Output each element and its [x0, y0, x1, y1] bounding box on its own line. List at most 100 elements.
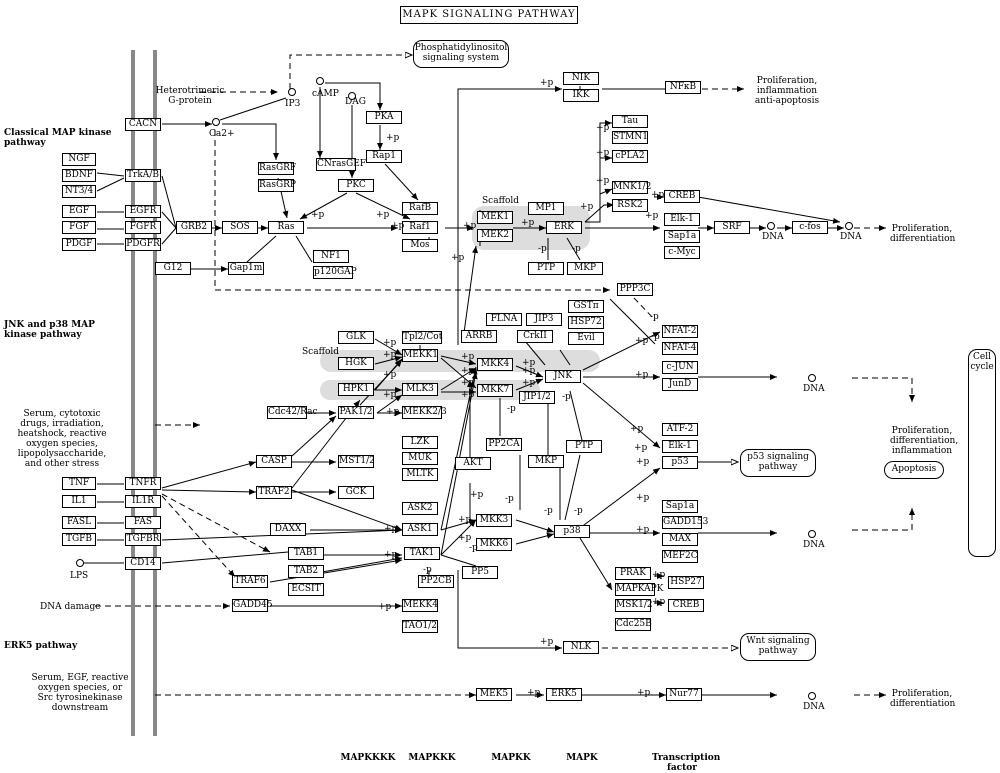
receptor-tgfbr[interactable]: TGFBR [125, 533, 161, 546]
protein-pkc-10[interactable]: PKC [338, 179, 374, 192]
protein-erk5-103[interactable]: ERK5 [546, 688, 582, 701]
receptor-cd14[interactable]: CD14 [125, 557, 161, 570]
protein-cpla2-27[interactable]: cPLA2 [612, 150, 648, 163]
protein-tak1-87[interactable]: TAK1 [404, 547, 440, 560]
protein-sap1a-32[interactable]: Sap1a [664, 230, 700, 243]
protein-cdc42rac-44[interactable]: Cdc42/Rac [267, 406, 318, 419]
protein-mkp-21[interactable]: MKP [567, 262, 603, 275]
protein-g12-3[interactable]: G12 [155, 262, 191, 275]
protein-creb-96[interactable]: CREB [668, 599, 704, 612]
protein-nfat2-57[interactable]: NFAT-2 [662, 325, 698, 338]
protein-creb-30[interactable]: CREB [664, 190, 700, 203]
receptor-fgfr[interactable]: FGFR [125, 221, 161, 234]
protein-cdc25b-97[interactable]: Cdc25B [615, 618, 652, 631]
receptor-tnfr[interactable]: TNFR [125, 477, 161, 490]
protein-mkk4-53[interactable]: MKK4 [477, 358, 513, 371]
protein-pp2ca-64[interactable]: PP2CA [486, 438, 522, 451]
receptor-fas[interactable]: FAS [125, 516, 161, 529]
ligand-ngf[interactable]: NGF [62, 153, 96, 166]
protein-gst-50[interactable]: GSTπ [568, 300, 604, 313]
protein-gadd45-98[interactable]: GADD45 [232, 599, 273, 612]
protein-tpl2cot-40[interactable]: Tpl2/Cot [402, 331, 443, 344]
protein-hgk-38[interactable]: HGK [338, 357, 374, 370]
protein-mekk4-99[interactable]: MEKK4 [402, 599, 438, 612]
protein-traf6-88[interactable]: TRAF6 [232, 575, 268, 588]
protein-grb2-0[interactable]: GRB2 [176, 221, 212, 234]
protein-mkk6-79[interactable]: MKK6 [476, 538, 512, 551]
protein-ikk-23[interactable]: IKK [563, 89, 599, 102]
protein-mos-15[interactable]: Mos [402, 239, 438, 252]
protein-nf1-5[interactable]: NF1 [313, 250, 349, 263]
protein-ppp3c-36[interactable]: PPP3C [617, 283, 653, 296]
protein-rap1-12[interactable]: Rap1 [366, 150, 402, 163]
protein-tab1-85[interactable]: TAB1 [288, 547, 324, 560]
ligand-tnf[interactable]: TNF [62, 477, 96, 490]
protein-msk12-95[interactable]: MSK1/2 [615, 599, 653, 612]
protein-jip3-48[interactable]: JIP3 [526, 313, 562, 326]
protein-mekk1-41[interactable]: MEKK1 [402, 349, 438, 362]
protein-ptp-67[interactable]: PTP [566, 440, 602, 453]
protein-gck-74[interactable]: GCK [338, 486, 374, 499]
protein-mkp-66[interactable]: MKP [528, 455, 564, 468]
protein-ras-2[interactable]: Ras [268, 221, 304, 234]
protein-hsp27-94[interactable]: HSP27 [668, 576, 704, 589]
protein-nfb-24[interactable]: NFκB [665, 81, 701, 94]
receptor-egfr[interactable]: EGFR [125, 205, 161, 218]
ligand-fgf[interactable]: FGF [62, 221, 96, 234]
protein-mekk23-43[interactable]: MEKK2/3 [402, 406, 447, 419]
protein-nlk-101[interactable]: NLK [563, 641, 599, 654]
protein-mnk12-28[interactable]: MNK1/2 [612, 181, 652, 194]
protein-erk-19[interactable]: ERK [546, 221, 582, 234]
protein-atf2-68[interactable]: ATF-2 [662, 423, 698, 436]
ligand-tgfb[interactable]: TGFB [62, 533, 96, 546]
protein-rasgrp-8[interactable]: RasGRP [258, 179, 296, 192]
protein-tab2-86[interactable]: TAB2 [288, 565, 324, 578]
ligand-nt34[interactable]: NT3/4 [62, 185, 96, 198]
protein-mapkapk-93[interactable]: MAPKAPK [615, 583, 664, 596]
protein-ask2-76[interactable]: ASK2 [402, 502, 438, 515]
ligand-bdnf[interactable]: BDNF [62, 169, 96, 182]
protein-ecsit-89[interactable]: ECSIT [288, 583, 324, 596]
cell-cycle-box[interactable]: Cell cycle [968, 349, 996, 557]
protein-traf2-73[interactable]: TRAF2 [256, 486, 292, 499]
protein-hpk1-39[interactable]: HPK1 [338, 383, 374, 396]
protein-mkk3-78[interactable]: MKK3 [476, 514, 512, 527]
protein-lzk-61[interactable]: LZK [402, 436, 438, 449]
protein-srf-34[interactable]: SRF [714, 221, 750, 234]
ligand-fasl[interactable]: FASL [62, 516, 96, 529]
protein-jip12-55[interactable]: JIP1/2 [519, 391, 555, 404]
protein-sap1a-81[interactable]: Sap1a [662, 500, 698, 513]
link-wnt[interactable]: Wnt signaling pathway [740, 633, 816, 661]
protein-tao12-100[interactable]: TAO1/2 [402, 620, 438, 633]
protein-pak12-45[interactable]: PAK1/2 [338, 406, 374, 419]
protein-cjun-59[interactable]: c-JUN [662, 361, 698, 374]
receptor-cacn[interactable]: CACN [125, 118, 161, 131]
protein-cfos-35[interactable]: c-fos [792, 221, 828, 234]
protein-gap1m-4[interactable]: Gap1m [228, 262, 264, 275]
protein-raf1-14[interactable]: Raf1 [402, 221, 438, 234]
protein-mek5-102[interactable]: MEK5 [476, 688, 512, 701]
protein-rasgrf-7[interactable]: RasGRF [258, 162, 297, 175]
receptor-pdgfr[interactable]: PDGFR [125, 238, 161, 251]
protein-p120gap-6[interactable]: p120GAP [313, 266, 357, 279]
protein-nfat4-58[interactable]: NFAT-4 [662, 342, 698, 355]
protein-nik-22[interactable]: NIK [563, 72, 599, 85]
protein-muk-62[interactable]: MUK [402, 452, 438, 465]
protein-glk-37[interactable]: GLK [338, 331, 374, 344]
protein-daxx-75[interactable]: DAXX [270, 523, 306, 536]
protein-cnrasgef-9[interactable]: CNrasGEF [316, 158, 367, 171]
protein-crkii-49[interactable]: CrkII [517, 330, 553, 343]
protein-gadd153-82[interactable]: GADD153 [662, 516, 709, 529]
protein-arrb-47[interactable]: ARRB [461, 330, 497, 343]
ligand-il1[interactable]: IL1 [62, 495, 96, 508]
protein-pp2cb-90[interactable]: PP2CB [418, 575, 454, 588]
protein-rsk2-29[interactable]: RSK2 [612, 199, 648, 212]
protein-mp1-18[interactable]: MP1 [528, 202, 564, 215]
protein-elk1-69[interactable]: Elk-1 [662, 440, 698, 453]
protein-cmyc-33[interactable]: c-Myc [664, 246, 700, 259]
protein-ptp-20[interactable]: PTP [528, 262, 564, 275]
receptor-il1r[interactable]: IL1R [125, 495, 161, 508]
protein-prak-92[interactable]: PRAK [615, 567, 651, 580]
protein-nur77-104[interactable]: Nur77 [666, 688, 702, 701]
protein-rafb-13[interactable]: RafB [402, 202, 438, 215]
